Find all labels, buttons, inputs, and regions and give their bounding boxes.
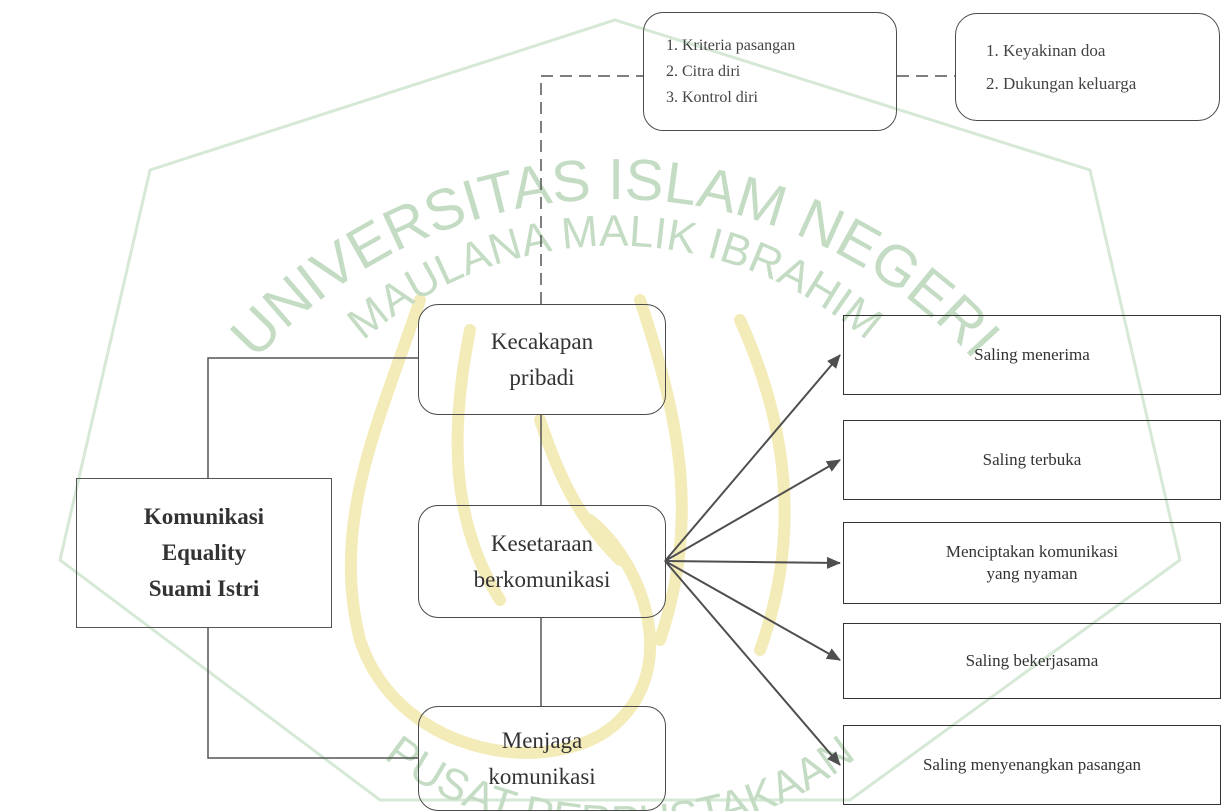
main-concept-box: Komunikasi Equality Suami Istri: [76, 478, 332, 628]
connector-main-to-kecakapan: [207, 357, 418, 478]
node-kesetaraan-berkomunikasi: Kesetaraan berkomunikasi: [418, 505, 666, 618]
arrow-to-saling-menerima: [664, 354, 841, 562]
watermark-heptagon-outline: [58, 18, 1182, 802]
outcome-box-saling-terbuka: Saling terbuka: [843, 420, 1221, 500]
support-item: 1. Keyakinan doa: [986, 41, 1106, 60]
support-factors-box: 1. Keyakinan doa 2. Dukungan keluarga: [955, 13, 1220, 121]
arrow-to-saling-bekerjasama: [664, 560, 841, 661]
arrow-to-saling-terbuka: [664, 459, 841, 562]
connector-main-to-menjaga: [207, 628, 418, 759]
arrow-to-menciptakan-komunikasi: [664, 556, 841, 569]
kecakapan-factors-box: 1. Kriteria pasangan 2. Citra diri 3. Ko…: [643, 12, 897, 131]
outcome-box-menciptakan-komunikasi: Menciptakan komunikasi yang nyaman: [843, 522, 1221, 604]
arrow-to-saling-menyenangkan: [664, 560, 841, 766]
outcome-box-saling-menyenangkan: Saling menyenangkan pasangan: [843, 725, 1221, 805]
dashed-connector-kecakapan-to-factors: [540, 75, 643, 304]
outcome-box-saling-bekerjasama: Saling bekerjasama: [843, 623, 1221, 699]
support-item: 2. Dukungan keluarga: [986, 74, 1137, 93]
factor-item: 1. Kriteria pasangan: [666, 36, 796, 54]
watermark-calligraphy: [344, 294, 791, 759]
node-kecakapan-pribadi: Kecakapan pribadi: [418, 304, 666, 415]
factor-item: 3. Kontrol diri: [666, 88, 758, 106]
factor-item: 2. Citra diri: [666, 62, 741, 80]
node-menjaga-komunikasi: Menjaga komunikasi: [418, 706, 666, 811]
outcome-box-saling-menerima: Saling menerima: [843, 315, 1221, 395]
